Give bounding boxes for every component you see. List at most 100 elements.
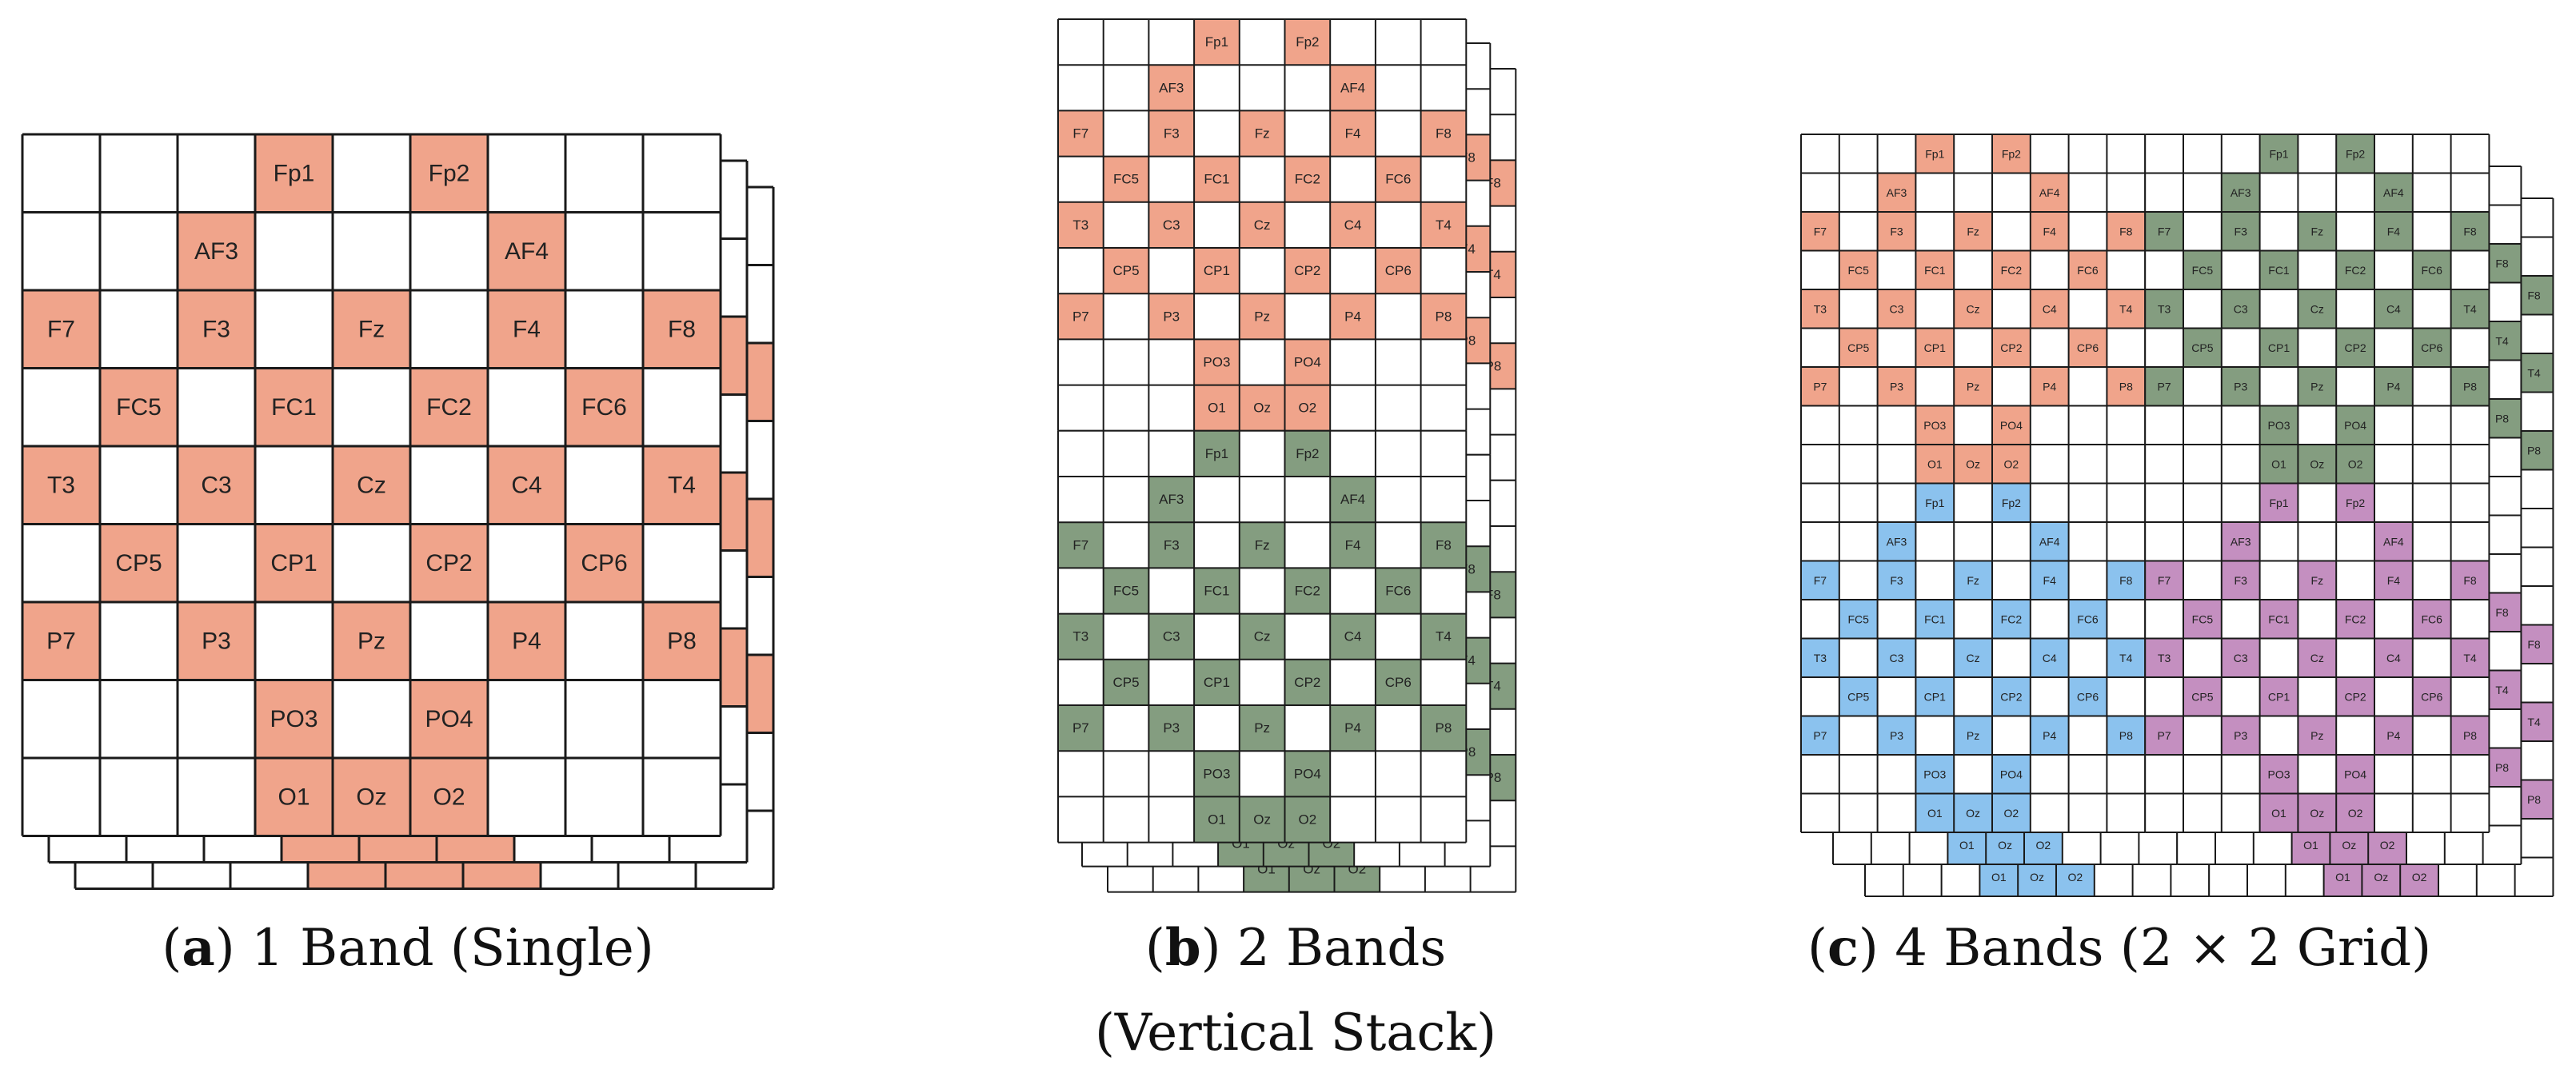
electrode-label-fc1: FC1 bbox=[1924, 264, 1946, 277]
electrode-label-t4: T4 bbox=[1436, 629, 1452, 644]
electrode-cell-p7 bbox=[1801, 716, 1839, 755]
electrode-cell-fc1 bbox=[1915, 600, 1955, 639]
electrode-label-cp6: CP6 bbox=[2421, 690, 2442, 703]
electrode-cell-fc5 bbox=[100, 368, 178, 446]
electrode-cell-t3 bbox=[2145, 289, 2183, 329]
electrode-label-af4: AF4 bbox=[1340, 492, 1365, 507]
electrode-label-f4: F4 bbox=[2387, 574, 2401, 587]
electrode-cell-fc1 bbox=[1194, 568, 1240, 614]
electrode-label-fc1: FC1 bbox=[271, 394, 317, 421]
electrode-label-fc2: FC2 bbox=[2001, 612, 2023, 625]
electrode-cell-po4 bbox=[1284, 751, 1331, 797]
electrode-label-c3: C3 bbox=[1163, 217, 1180, 233]
electrode-label-af3: AF3 bbox=[1159, 80, 1184, 95]
electrode-label-fp1: Fp1 bbox=[1205, 446, 1228, 461]
electrode-cell-fc6 bbox=[2412, 600, 2451, 639]
electrode-cell-cz bbox=[1239, 613, 1285, 660]
electrode-label-o2: O2 bbox=[433, 784, 465, 810]
electrode-cell-cp1 bbox=[2259, 677, 2298, 716]
electrode-label-cp1: CP1 bbox=[1204, 263, 1230, 278]
electrode-label-fp2: Fp2 bbox=[2002, 147, 2021, 160]
electrode-cell-cp5 bbox=[2183, 677, 2222, 716]
electrode-label-p8: P8 bbox=[2119, 729, 2133, 742]
electrode-cell-f7 bbox=[1801, 560, 1839, 600]
electrode-cell-p8 bbox=[2450, 367, 2490, 406]
electrode-label-af3: AF3 bbox=[1887, 535, 1907, 548]
electrode-cell-f8 bbox=[2450, 560, 2490, 600]
electrode-cell-oz bbox=[333, 758, 410, 836]
electrode-label-cz: Cz bbox=[1254, 217, 1271, 233]
electrode-label-f8: F8 bbox=[2527, 289, 2541, 301]
electrode-cell-o2 bbox=[1284, 385, 1331, 431]
panel-b-vertical-stack: Fp1Fp2AF3AF4F7F3FzF4F8FC5FC1FC2FC6T3C3Cz… bbox=[1057, 18, 1517, 893]
electrode-label-fc5: FC5 bbox=[116, 394, 162, 421]
electrode-cell-o2 bbox=[1992, 793, 2031, 832]
electrode-label-af3: AF3 bbox=[1159, 492, 1184, 507]
electrode-cell-p8 bbox=[2450, 716, 2490, 755]
electrode-cell-f3 bbox=[1148, 110, 1195, 157]
electrode-label-o2: O2 bbox=[2348, 807, 2363, 820]
electrode-label-fz: Fz bbox=[1967, 225, 1979, 237]
electrode-label-o1: O1 bbox=[1208, 401, 1226, 416]
electrode-cell-fc2 bbox=[2336, 600, 2374, 639]
electrode-label-c4: C4 bbox=[1344, 629, 1362, 644]
electrode-label-f7: F7 bbox=[47, 316, 75, 342]
electrode-label-p8: P8 bbox=[2119, 380, 2133, 393]
electrode-cell-cp1 bbox=[255, 524, 333, 602]
electrode-label-fz: Fz bbox=[2311, 574, 2324, 587]
electrode-cell-c3 bbox=[2221, 638, 2260, 677]
electrode-label-f4: F4 bbox=[2043, 574, 2057, 587]
electrode-label-p3: P3 bbox=[1163, 309, 1180, 324]
electrode-label-f8: F8 bbox=[2463, 225, 2477, 237]
electrode-label-af3: AF3 bbox=[2231, 186, 2251, 199]
caption-b-letter: b bbox=[1164, 918, 1201, 978]
electrode-cell-oz bbox=[2298, 793, 2337, 832]
electrode-label-cp5: CP5 bbox=[1847, 690, 1869, 703]
electrode-label-cp2: CP2 bbox=[2000, 690, 2022, 703]
electrode-cell-f7 bbox=[2145, 560, 2183, 600]
electrode-label-af4: AF4 bbox=[2383, 535, 2404, 548]
caption-c: (c) 4 Bands (2 × 2 Grid) bbox=[1807, 918, 2432, 978]
electrode-cell-t4 bbox=[2107, 289, 2146, 329]
electrode-cell-p3 bbox=[1877, 716, 1916, 755]
electrode-label-oz: Oz bbox=[1253, 812, 1271, 828]
electrode-cell-f4 bbox=[2030, 212, 2069, 251]
electrode-label-p8: P8 bbox=[2463, 380, 2477, 393]
electrode-cell-cz bbox=[2298, 638, 2337, 677]
electrode-label-fp1: Fp1 bbox=[2269, 147, 2288, 160]
electrode-label-p7: P7 bbox=[1072, 309, 1089, 324]
electrode-label-fc6: FC6 bbox=[2421, 264, 2442, 277]
electrode-label-p7: P7 bbox=[1072, 720, 1089, 736]
electrode-label-cp6: CP6 bbox=[2077, 341, 2099, 354]
electrode-cell-c4 bbox=[2030, 289, 2069, 329]
electrode-label-p3: P3 bbox=[1890, 380, 1903, 393]
electrode-cell-fc6 bbox=[565, 368, 643, 446]
caption-a: (a) 1 Band (Single) bbox=[162, 918, 654, 978]
electrode-cell-fc2 bbox=[1284, 568, 1331, 614]
electrode-label-pz: Pz bbox=[1967, 729, 1979, 742]
electrode-label-pz: Pz bbox=[1254, 309, 1270, 324]
electrode-label-p7: P7 bbox=[1813, 380, 1827, 393]
electrode-cell-f7 bbox=[1058, 110, 1104, 157]
electrode-cell-c3 bbox=[1877, 289, 1916, 329]
electrode-cell-cp2 bbox=[2336, 677, 2374, 716]
electrode-cell-o2 bbox=[2336, 445, 2374, 484]
electrode-label-o1: O1 bbox=[2271, 457, 2286, 470]
electrode-label-cz: Cz bbox=[2310, 302, 2324, 315]
electrode-label-pz: Pz bbox=[357, 628, 385, 654]
electrode-cell-fc5 bbox=[1839, 600, 1878, 639]
electrode-label-f7: F7 bbox=[1072, 537, 1088, 552]
electrode-cell-o1 bbox=[2259, 445, 2298, 484]
electrode-label-fp2: Fp2 bbox=[2002, 497, 2021, 509]
electrode-cell-oz bbox=[2298, 445, 2337, 484]
electrode-cell-f4 bbox=[2030, 560, 2069, 600]
electrode-cell-cz bbox=[1954, 638, 1992, 677]
electrode-cell-cp5 bbox=[1839, 677, 1878, 716]
electrode-cell-p4 bbox=[1330, 705, 1376, 752]
electrode-cell-po4 bbox=[410, 680, 488, 758]
electrode-label-f4: F4 bbox=[2043, 225, 2057, 237]
electrode-cell-f8 bbox=[1420, 522, 1467, 568]
electrode-cell-cp1 bbox=[1194, 248, 1240, 294]
electrode-label-t3: T3 bbox=[1072, 217, 1088, 233]
